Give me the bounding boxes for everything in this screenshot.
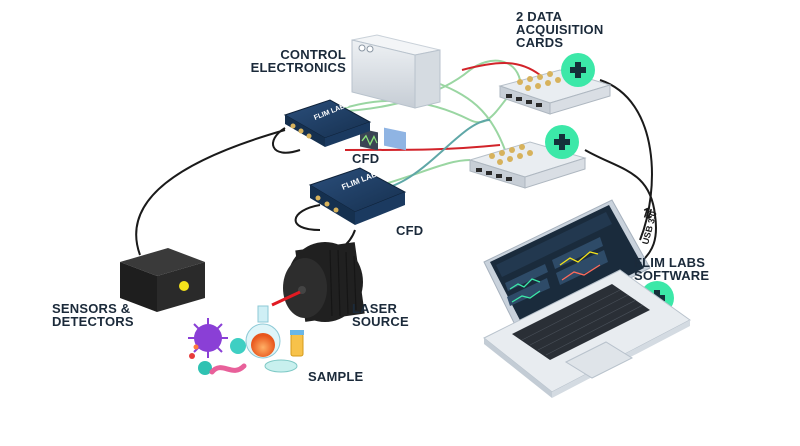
laser-source xyxy=(271,242,365,322)
label-cfd-bottom: CFD xyxy=(396,223,424,238)
cfd-device-bottom: FLIM LABS xyxy=(308,167,407,225)
cable-dark-dac1-laptop xyxy=(599,79,653,241)
oscilloscope-icon xyxy=(360,128,378,151)
label-data-acquisition-cards: 2 DATA ACQUISITION CARDS xyxy=(516,9,604,50)
cable-dark-cfd1-sensor xyxy=(135,129,286,256)
plus-icon xyxy=(561,53,595,87)
laser-beam xyxy=(271,290,301,307)
label-flim-labs-software: FLIM LABS SOFTWARE xyxy=(634,255,710,283)
control-electronics-device xyxy=(351,34,441,151)
label-laser-source: LASER SOURCE xyxy=(352,301,409,329)
daq-card-top xyxy=(498,69,612,115)
usb-icon: ⇄ xyxy=(639,206,657,221)
cable-green-4 xyxy=(429,79,506,151)
laptop xyxy=(483,199,691,398)
cable-dark-dac2-laptop xyxy=(584,149,657,266)
label-sample: SAMPLE xyxy=(308,369,364,384)
sample-illustration xyxy=(188,305,304,375)
sensor-detector-box xyxy=(120,248,205,312)
plus-icon xyxy=(545,125,579,159)
label-sensors-detectors: SENSORS & DETECTORS xyxy=(52,301,134,329)
svg-text:⇄: ⇄ xyxy=(639,206,657,221)
label-cfd-top: CFD xyxy=(352,151,380,166)
cable-dark-cfd1-loop xyxy=(272,127,301,154)
cable-red-1 xyxy=(344,144,501,151)
cable-red-2 xyxy=(461,62,541,76)
cfd-device-top: FLIM LABS xyxy=(283,99,372,147)
cable-dark-cfd2-loop xyxy=(294,204,321,231)
label-control-electronics: CONTROL ELECTRONICS xyxy=(250,47,346,75)
cable-green-3 xyxy=(387,159,471,184)
